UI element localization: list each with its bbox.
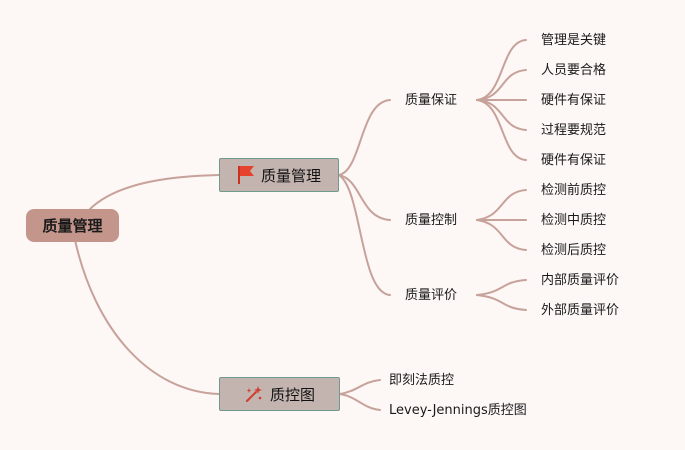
topic-levey-jennings-chart[interactable]: Levey-Jennings质控图: [389, 403, 527, 418]
leaf-node[interactable]: 检测后质控: [541, 243, 607, 258]
topic-quality-control[interactable]: 质量控制: [405, 213, 458, 228]
leaf-node[interactable]: 过程要规范: [541, 123, 607, 138]
branch-node-quality-management[interactable]: 质量管理: [219, 158, 339, 192]
branch-node-qc-chart[interactable]: 质控图: [219, 377, 340, 411]
connector-branch1-to-quality-assurance: [338, 99, 391, 176]
connector-qc-leaf-1: [476, 189, 527, 221]
connector-root-to-branch2: [74, 239, 220, 395]
connector-qa-leaf-1: [476, 39, 527, 101]
leaf-node[interactable]: 管理是关键: [541, 33, 607, 48]
leaf-node[interactable]: 内部质量评价: [541, 273, 620, 288]
leaf-node[interactable]: 人员要合格: [541, 63, 607, 78]
branch-node-label: 质控图: [269, 385, 315, 404]
leaf-node[interactable]: 检测中质控: [541, 213, 607, 228]
root-node[interactable]: 质量管理: [26, 209, 119, 242]
connector-qa-leaf-5: [476, 99, 527, 161]
root-node-label: 质量管理: [42, 217, 103, 235]
sparkle-wand-icon: [244, 384, 264, 404]
branch-node-label: 质量管理: [260, 166, 321, 185]
connector-qc-leaf-3: [476, 219, 527, 251]
connector-branch1-to-quality-evaluation: [338, 174, 391, 296]
connector-branch2-leaf-1: [339, 379, 381, 395]
leaf-node[interactable]: 硬件有保证: [541, 153, 607, 168]
connector-qe-leaf-1: [476, 279, 527, 296]
connector-qa-leaf-4: [476, 99, 527, 131]
topic-immediate-qc[interactable]: 即刻法质控: [389, 373, 455, 388]
leaf-node[interactable]: 硬件有保证: [541, 93, 607, 108]
topic-quality-assurance[interactable]: 质量保证: [405, 93, 458, 108]
leaf-node[interactable]: 检测前质控: [541, 183, 607, 198]
connector-root-to-branch1: [89, 174, 220, 210]
topic-quality-evaluation[interactable]: 质量评价: [405, 288, 458, 303]
connector-branch2-leaf-2: [339, 393, 381, 411]
red-flag-icon: [237, 165, 255, 185]
connector-branch1-to-quality-control: [338, 174, 391, 221]
connector-qe-leaf-2: [476, 294, 527, 311]
connector-qa-leaf-2: [476, 69, 527, 101]
leaf-node[interactable]: 外部质量评价: [541, 303, 620, 318]
